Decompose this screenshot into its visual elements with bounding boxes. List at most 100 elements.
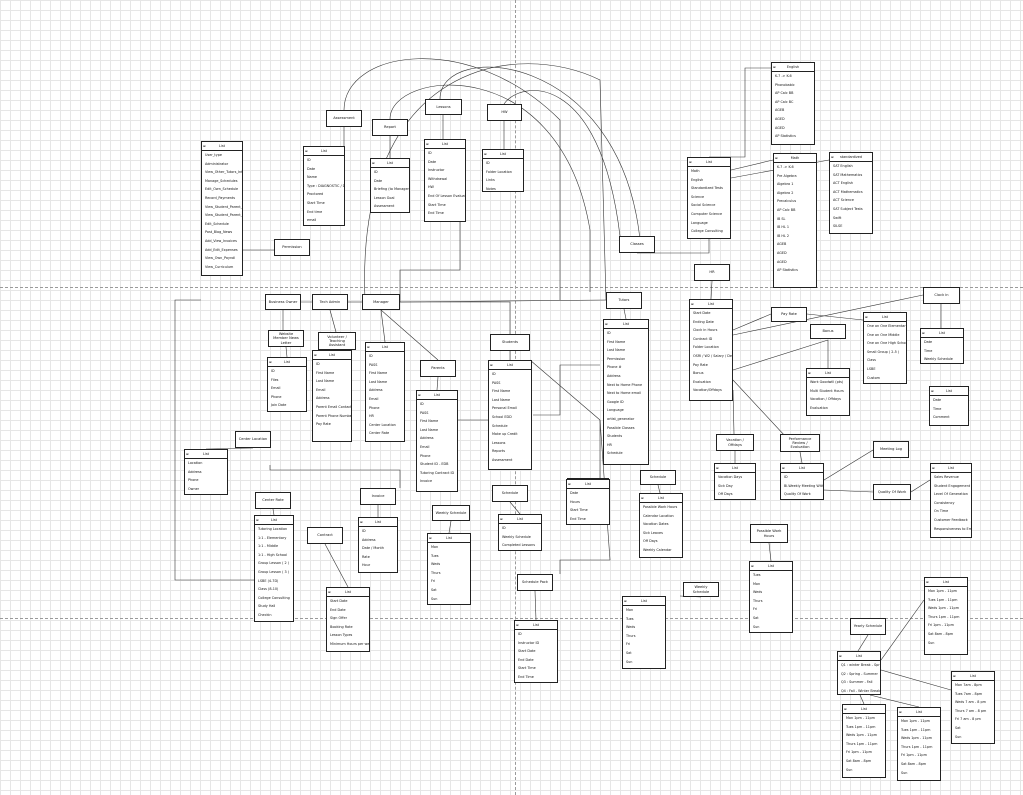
entity-box-website-member[interactable]: Website Member News Letter [268,330,304,347]
list-item: Possible Classes [607,425,635,430]
entity-box-students[interactable]: Students [490,334,530,351]
entity-box-tech-admin[interactable]: Tech Admin [312,294,348,310]
list-item: ID [518,632,522,636]
entity-box-performance-review[interactable]: Performance Review / Evaluation [780,434,820,452]
list-item: Start Date [693,311,711,315]
list-item: AP Calc BB [775,91,794,96]
entity-box-meeting-log[interactable]: Meeting Log [873,441,909,458]
entity-box-clock-in[interactable]: Clock in [923,287,960,304]
connector-line [534,590,537,621]
entity-box-parents[interactable]: Parents [420,360,456,377]
entity-box-possible-work-hours[interactable]: Possible Work Hours [750,524,788,543]
entity-box-manager[interactable]: Manager [362,294,400,310]
list-item: Files [271,377,279,382]
entity-box-tutors[interactable]: Tutors [606,292,642,309]
list-item: Study Hall [258,604,276,609]
entity-box-weekly-schedule-right[interactable]: Weekly Schedule [683,582,719,597]
connector-line [285,346,288,358]
list-header: ⊞List [428,534,470,543]
entity-box-schedule-right[interactable]: Schedule [640,470,676,485]
entity-box-classes[interactable]: Classes [619,236,655,253]
list-item: First Name [492,389,511,394]
connector-line [823,449,874,481]
entity-box-weekly-schedule-mid[interactable]: Weekly Schedule [432,505,470,521]
entity-box-bonus[interactable]: Bonus [810,324,846,339]
entity-box-lessons[interactable]: Lessons [425,99,462,115]
list-item: ID [486,161,490,165]
list-item: Time [933,406,942,411]
list-item: ID [362,529,366,533]
entity-box-vacation-offdays[interactable]: Vacation / Offdays [716,434,754,451]
entity-box-hw[interactable]: HW [487,104,522,121]
entity-box-yearly-schedule[interactable]: Yearly Schedule [850,618,886,635]
list-title: List [948,466,954,470]
list-item: Responsiveness to Email [934,526,972,531]
entity-box-center-location[interactable]: Center Location [235,431,271,448]
entity-box-schedule-mid[interactable]: Schedule [492,485,528,502]
entity-box-assessment[interactable]: Assessment [326,110,362,127]
list-item: Type : DIAGNOSTIC / DOV [307,183,344,188]
entity-box-hr[interactable]: HR [694,264,730,281]
entity-box-center-rate[interactable]: Center Rate [255,492,291,509]
entity-box-contract[interactable]: Contract [307,527,343,544]
list-header: ⊞List [838,652,880,661]
list-item: Sat [753,615,759,620]
list-item: Evaluation [693,379,711,384]
list-item: Add_View_Invoices [205,238,237,243]
list-item: Time [924,348,933,353]
entity-box-invoice[interactable]: Invoice [360,488,396,505]
connector-line [529,359,601,421]
entity-box-report[interactable]: Report [372,119,408,136]
entity-box-schedule-pack[interactable]: Schedule Pack [517,574,553,591]
list-item: Post_Blog_News [205,230,233,235]
list-item: Ending Date [693,319,714,324]
list-header: ⊞List [952,672,994,681]
entity-box-volunteer[interactable]: Volunteer / Teaching Assistant [318,332,356,350]
entity-box-permission[interactable]: Permission [274,239,310,256]
entity-box-pay-rate[interactable]: Pay Rate [771,307,807,322]
list-item: Sun [846,767,853,772]
entity-box-business-owner[interactable]: Business Owner [265,294,301,310]
entity-box-quality-of-work[interactable]: Quality Of Work [873,484,911,500]
list-item: Next to Home email [607,391,641,396]
